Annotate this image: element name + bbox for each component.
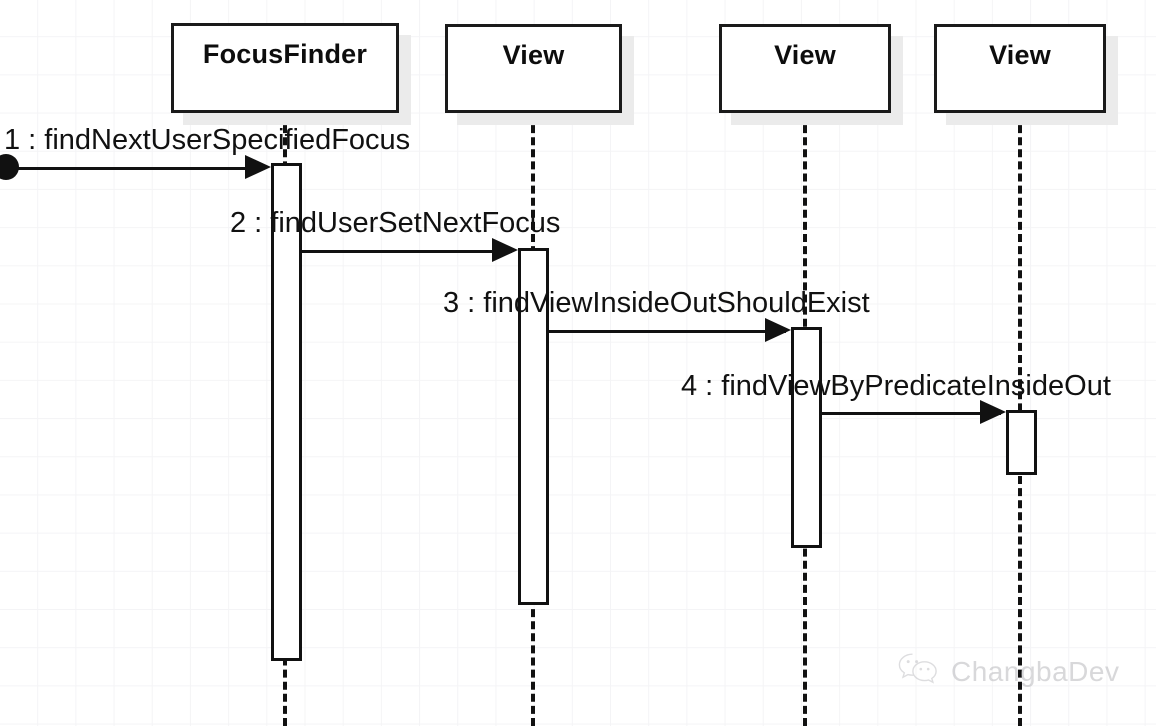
message-label-1: 1 : findNextUserSpecifiedFocus bbox=[4, 124, 411, 156]
lifeline-header-view3[interactable]: View bbox=[934, 24, 1106, 113]
watermark: ChangbaDev bbox=[897, 652, 1119, 691]
activation-bar-view1[interactable] bbox=[518, 248, 549, 605]
message-arrowhead-2 bbox=[492, 238, 518, 262]
activation-bar-focusfinder[interactable] bbox=[271, 163, 302, 661]
message-line-3 bbox=[548, 330, 786, 333]
message-line-4 bbox=[821, 412, 1001, 415]
lifeline-label-view1: View bbox=[502, 40, 565, 70]
message-label-3: 3 : findViewInsideOutShouldExist bbox=[443, 287, 870, 319]
lifeline-header-view1[interactable]: View bbox=[445, 24, 622, 113]
watermark-text: ChangbaDev bbox=[951, 655, 1120, 687]
message-arrowhead-3 bbox=[765, 318, 791, 342]
lifeline-label-view2: View bbox=[774, 40, 836, 70]
lifeline-label-view3: View bbox=[989, 40, 1051, 70]
lifeline-label-focusfinder: FocusFinder bbox=[202, 39, 368, 69]
message-label-2: 2 : findUserSetNextFocus bbox=[230, 207, 561, 239]
message-arrowhead-4 bbox=[980, 400, 1006, 424]
wechat-icon bbox=[897, 652, 941, 691]
sequence-start-node bbox=[0, 154, 19, 180]
message-arrowhead-1 bbox=[245, 155, 271, 179]
message-line-2 bbox=[301, 250, 512, 253]
lifeline-header-view2[interactable]: View bbox=[719, 24, 891, 113]
activation-bar-view2[interactable] bbox=[791, 327, 822, 548]
message-line-1 bbox=[8, 167, 264, 170]
message-label-4: 4 : findViewByPredicateInsideOut bbox=[681, 370, 1111, 402]
activation-bar-view3[interactable] bbox=[1006, 410, 1037, 475]
lifeline-header-focusfinder[interactable]: FocusFinder bbox=[171, 23, 399, 113]
